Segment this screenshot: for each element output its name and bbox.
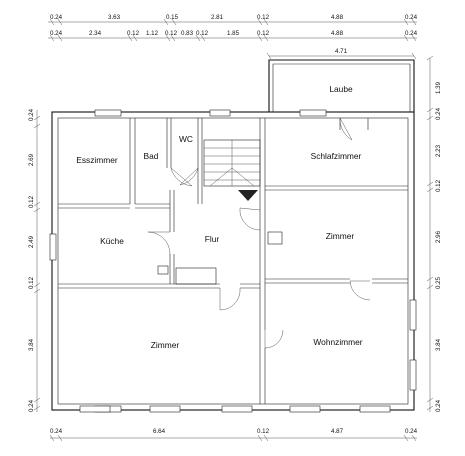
room-wc: WC (179, 134, 193, 144)
dim-bottom-4: 0.24 (405, 428, 418, 435)
dim-left-3: 2.49 (28, 235, 35, 248)
dim-left-2: 0.12 (28, 195, 35, 208)
dim-top2-5: 0.83 (181, 30, 194, 37)
dim-top1-2: 0.15 (166, 14, 179, 21)
dim-left-0: 0.24 (28, 108, 35, 121)
fixtures (157, 231, 283, 285)
dim-left-5: 3.84 (28, 338, 35, 351)
dim-laube-width: 4.71 (335, 48, 348, 55)
stair-direction-arrow (238, 190, 258, 201)
room-schlafzimmer: Schlafzimmer (311, 151, 362, 161)
dim-top2-10: 0.24 (405, 30, 418, 37)
dim-right-0: 1.39 (435, 81, 442, 94)
dim-right-3: 0.12 (435, 179, 442, 192)
dimension-labels-bottom: 0.24 6.64 0.12 4.87 0.24 (50, 428, 418, 435)
dim-top2-9: 4.88 (331, 30, 344, 37)
dim-bottom-0: 0.24 (50, 428, 63, 435)
dimension-lines (33, 18, 434, 442)
doors (147, 117, 371, 349)
dim-top1-4: 0.12 (257, 14, 270, 21)
dim-top2-0: 0.24 (50, 30, 63, 37)
staircase (203, 139, 261, 201)
room-flur: Flur (205, 234, 220, 244)
dim-top2-3: 1.12 (146, 30, 159, 37)
dim-top2-1: 2.34 (89, 30, 102, 37)
room-kueche: Küche (100, 236, 124, 246)
room-bad: Bad (144, 151, 159, 161)
room-laube: Laube (329, 84, 353, 94)
room-wohnzimmer: Wohnzimmer (313, 337, 362, 347)
dimension-labels-right: 1.39 0.24 2.23 0.12 2.96 0.25 3.84 0.24 (435, 81, 442, 412)
dim-right-5: 0.25 (435, 276, 442, 289)
dim-top1-0: 0.24 (50, 14, 63, 21)
dim-right-4: 2.96 (435, 230, 442, 243)
dim-top1-6: 0.24 (405, 14, 418, 21)
dim-top1-1: 3.63 (108, 14, 121, 21)
dim-left-1: 2.69 (28, 153, 35, 166)
room-esszimmer: Esszimmer (76, 155, 118, 165)
room-zimmer-large: Zimmer (151, 340, 180, 350)
dim-top2-7: 1.85 (227, 30, 240, 37)
dim-right-1: 0.24 (435, 107, 442, 120)
dim-top2-4: 0.12 (165, 30, 178, 37)
dimension-labels-top-1: 0.24 3.63 0.15 2.81 0.12 4.88 0.24 (50, 14, 418, 21)
dim-bottom-2: 0.12 (257, 428, 270, 435)
dim-right-2: 2.23 (435, 144, 442, 157)
dim-top1-5: 4.88 (331, 14, 344, 21)
dim-top1-3: 2.81 (211, 14, 224, 21)
dim-right-6: 3.84 (435, 338, 442, 351)
dim-left-6: 0.24 (28, 399, 35, 412)
dimension-labels-top-2: 0.24 2.34 0.12 1.12 0.12 0.83 0.12 1.85 … (50, 30, 418, 37)
room-zimmer-mid: Zimmer (326, 231, 355, 241)
dim-right-7: 0.24 (435, 399, 442, 412)
dim-top2-2: 0.12 (127, 30, 140, 37)
dim-bottom-1: 6.64 (153, 428, 166, 435)
dim-top2-8: 0.12 (257, 30, 270, 37)
windows (49, 109, 417, 413)
dim-left-4: 0.12 (28, 276, 35, 289)
dimension-labels-left: 0.24 2.69 0.12 2.49 0.12 3.84 0.24 (28, 108, 35, 412)
dim-top2-6: 0.12 (196, 30, 209, 37)
room-labels: Laube Esszimmer Bad WC Schlafzimmer Küch… (76, 84, 363, 350)
dim-bottom-3: 4.87 (331, 428, 344, 435)
